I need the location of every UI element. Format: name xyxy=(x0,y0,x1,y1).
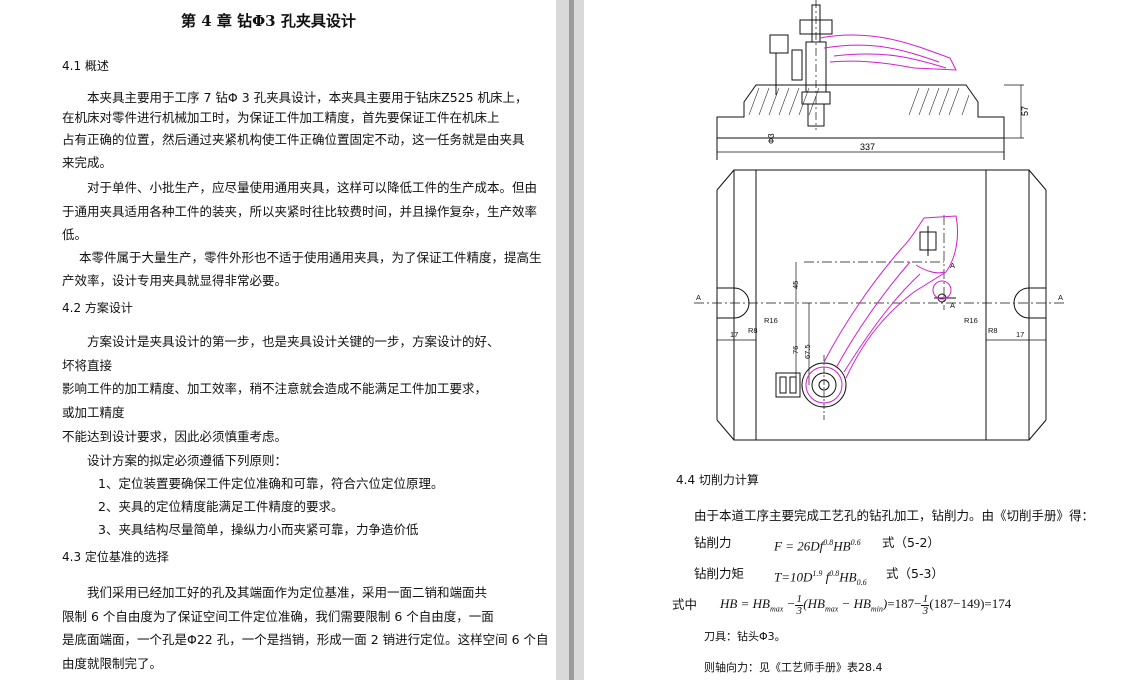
section-mark-a-top: A xyxy=(950,261,955,270)
s41-line-5: 于通用夹具适用各种工件的装夹，所以夹紧时往比较费时间，并且操作复杂，生产效率 xyxy=(62,204,538,219)
right-page: 337 57 Ф3 xyxy=(584,0,1126,680)
section-4-4-heading: 4.4 切削力计算 xyxy=(676,473,759,487)
section-mark-a-right: A xyxy=(1058,293,1063,302)
s43-line-3: 由度就限制完了。 xyxy=(62,656,163,671)
dim-r8-left: R8 xyxy=(748,326,758,335)
formula-2: T=10D1.9 f0.8HB0.6 xyxy=(774,569,867,587)
s41-line-3: 来完成。 xyxy=(62,155,113,170)
dim-height: 57 xyxy=(1020,106,1030,116)
s42-line-7: 2、夹具的定位精度能满足工件精度的要求。 xyxy=(98,499,344,514)
s44-intro: 由于本道工序主要完成工艺孔的钻孔加工，钻削力。由《切削手册》得： xyxy=(694,508,1095,523)
formula-3-label: 式中 xyxy=(672,597,698,612)
s41-line-0: 本夹具主要用于工序 7 钻Φ 3 孔夹具设计，本夹具主要用于钻床Z525 机床上… xyxy=(87,90,528,105)
s41-line-6: 低。 xyxy=(62,227,88,242)
dim-width: 337 xyxy=(860,142,875,152)
section-mark-a-left: A xyxy=(696,293,701,302)
s42-line-8: 3、夹具结构尽量简单，操纵力小而夹紧可靠，力争造价低 xyxy=(98,522,419,537)
plan-view xyxy=(694,169,1064,441)
s42-line-3: 或加工精度 xyxy=(62,405,125,420)
dim-r16-right: R16 xyxy=(964,316,978,325)
s43-line-2: 是底面端面，一个孔是Φ22 孔，一个是挡销，形成一面 2 销进行定位。这样空间 … xyxy=(62,632,549,647)
dim-r16-left: R16 xyxy=(764,316,778,325)
s42-line-2: 影响工件的加工精度、加工效率，稍不注意就会造成不能满足工件加工要求， xyxy=(62,381,488,396)
formula-2-ref: 式（5-3） xyxy=(886,566,944,581)
s43-line-0: 我们采用已经加工好的孔及其端面作为定位基准，采用一面二销和端面共 xyxy=(87,585,488,600)
left-page: 第 4 章 钻Φ3 孔夹具设计 4.1 概述 本夹具主要用于工序 7 钻Φ 3 … xyxy=(0,0,556,680)
s42-line-5: 设计方案的拟定必须遵循下列原则： xyxy=(87,453,288,468)
front-view xyxy=(716,0,1024,160)
s42-line-4: 不能达到设计要求，因此必须慎重考虑。 xyxy=(62,429,288,444)
front-workpiece xyxy=(819,34,957,71)
section-4-2-heading: 4.2 方案设计 xyxy=(62,301,133,315)
s41-line-8: 产效率，设计专用夹具就显得非常必要。 xyxy=(62,273,288,288)
dim-67-5: 67.5 xyxy=(803,344,812,359)
chapter-title: 第 4 章 钻Φ3 孔夹具设计 xyxy=(181,12,356,30)
dim-phi3: Ф3 xyxy=(767,133,776,144)
s41-line-7: 本零件属于大量生产，零件外形也不适于使用通用夹具，为了保证工件精度，提高生 xyxy=(79,250,542,265)
formula-1: F = 26Df0.8HB0.6 xyxy=(774,538,861,554)
s41-line-2: 占有正确的位置，然后通过夹紧机构使工件正确位置固定不动，这一任务就是由夹具 xyxy=(62,132,525,147)
section-4-1-heading: 4.1 概述 xyxy=(62,59,109,73)
s42-line-0: 方案设计是夹具设计的第一步，也是夹具设计关键的一步，方案设计的好、 xyxy=(87,334,500,349)
dim-17-right: 17 xyxy=(1016,330,1024,339)
s41-line-1: 在机床对零件进行机械加工时，为保证工件加工精度，首先要保证工件在机床上 xyxy=(62,110,500,125)
section-mark-a-mid: A xyxy=(950,301,955,310)
dim-17-left: 17 xyxy=(730,330,738,339)
section-4-3-heading: 4.3 定位基准的选择 xyxy=(62,550,169,564)
axial-force-line: 则轴向力：见《工艺师手册》表28.4 xyxy=(704,661,883,674)
formula-2-label: 钻削力矩 xyxy=(694,566,745,581)
s41-line-4: 对于单件、小批生产，应尽量使用通用夹具，这样可以降低工件的生产成本。但由 xyxy=(87,180,538,195)
formula-1-label: 钻削力 xyxy=(694,535,732,550)
fixture-drawing: 337 57 Ф3 xyxy=(694,0,1064,441)
dim-45: 45 xyxy=(791,281,800,289)
s42-line-6: 1、定位装置要确保工件定位准确和可靠，符合六位定位原理。 xyxy=(98,476,444,491)
s43-line-1: 限制 6 个自由度为了保证空间工件定位准确，我们需要限制 6 个自由度，一面 xyxy=(62,609,494,624)
s42-line-1: 坏将直接 xyxy=(62,358,113,373)
tool-line: 刀具：钻头Φ3。 xyxy=(704,630,786,643)
plan-workpiece xyxy=(805,215,959,404)
formula-1-ref: 式（5-2） xyxy=(882,535,940,550)
dim-76: 76 xyxy=(791,346,800,354)
dim-r8-right: R8 xyxy=(988,326,998,335)
page-gutter xyxy=(556,0,584,680)
